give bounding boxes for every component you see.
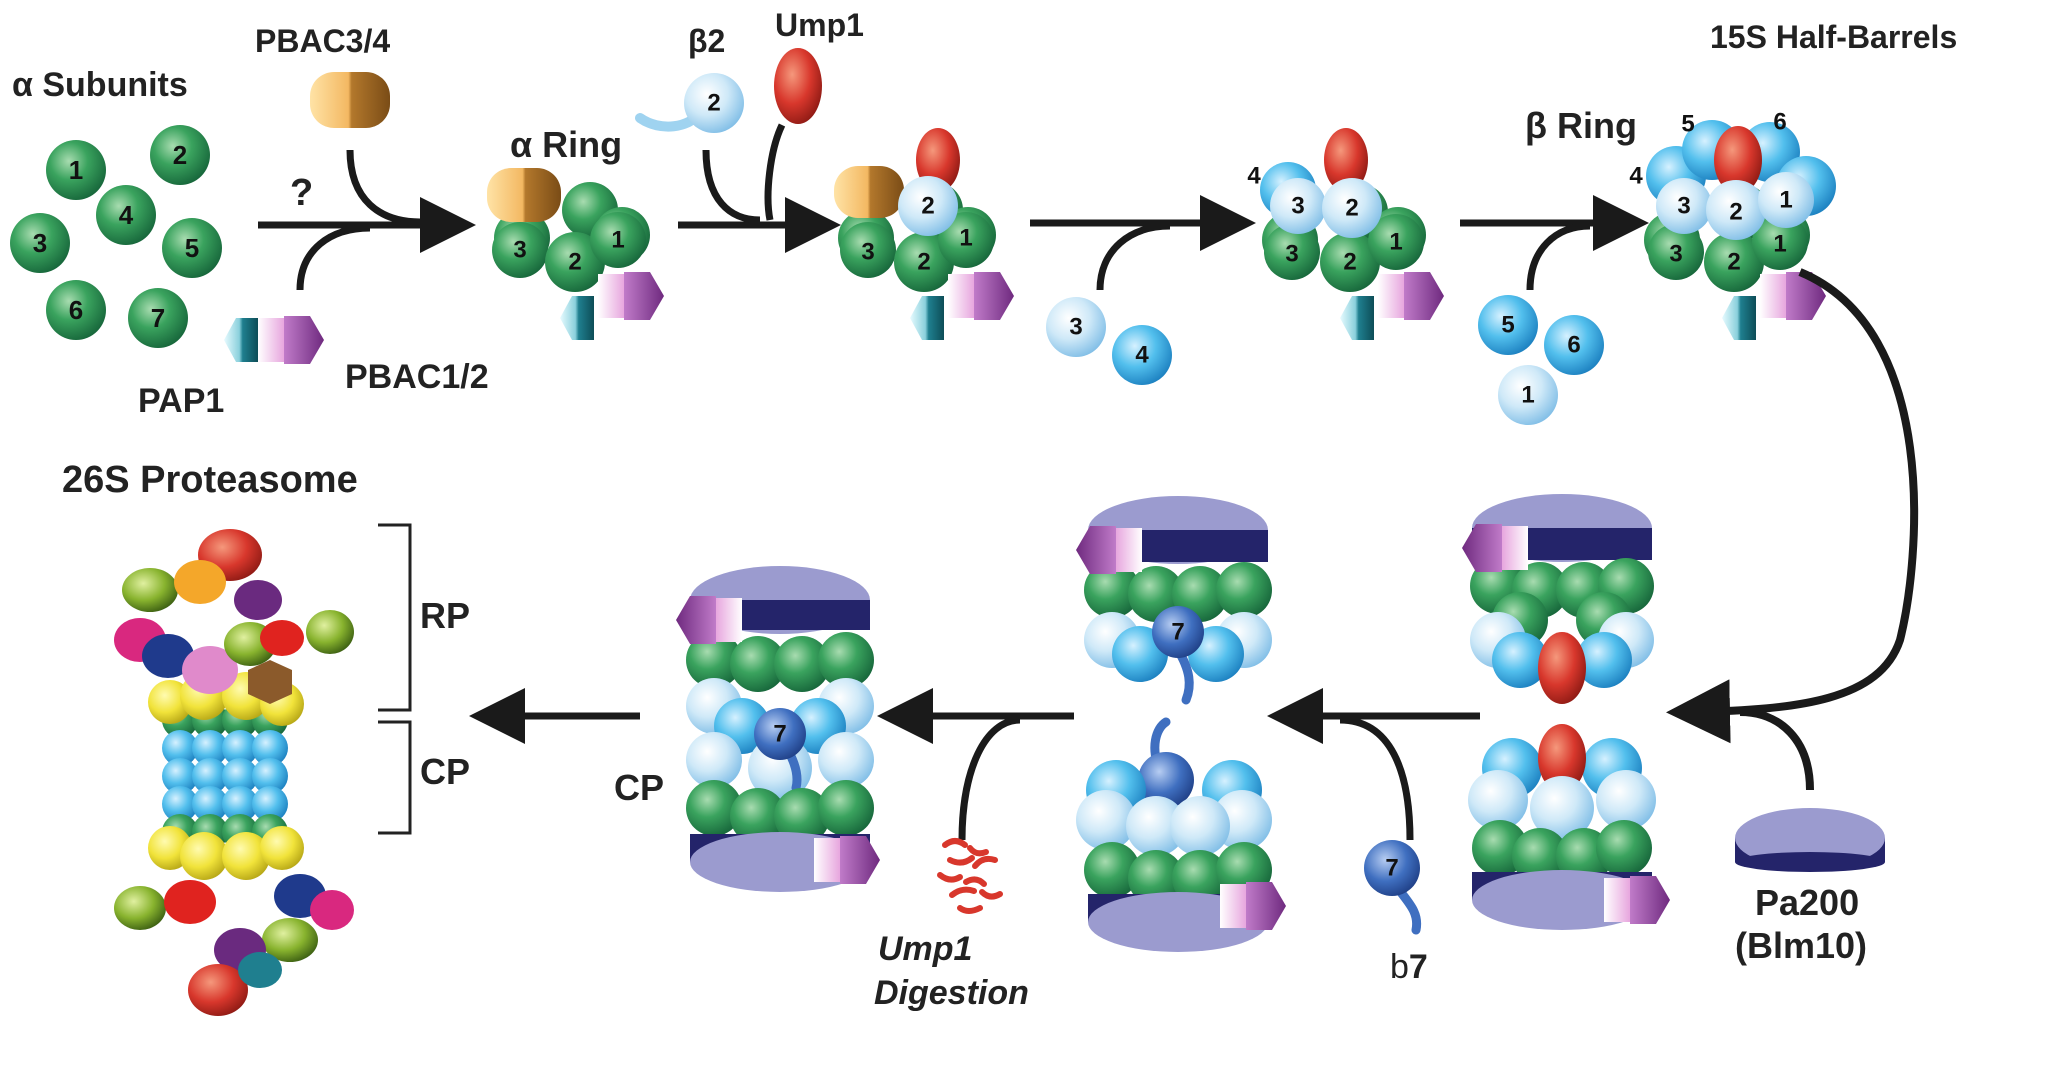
pbac12-label: PBAC1/2 <box>345 358 489 396</box>
half-barrels-label: 15S Half-Barrels <box>1710 19 1957 55</box>
half-barrel-complex: 4 5 6 3 2 1 3 2 1 <box>1629 109 1836 340</box>
pap1-pbac12-chaperones <box>224 316 324 364</box>
arrow-add-beta7 <box>1267 688 1480 841</box>
pa200-cap <box>1735 808 1885 872</box>
hb-alpha3-num: 3 <box>1669 241 1682 268</box>
alpha-ring-num-2: 2 <box>568 249 581 276</box>
hb-alpha1-num: 1 <box>1773 231 1786 258</box>
ump1-fragments <box>937 838 1003 914</box>
mature-core-particle: 7 <box>676 566 880 892</box>
hb-beta3-num: 3 <box>1677 193 1690 220</box>
hb-beta4-num: 4 <box>1629 163 1643 190</box>
complex3-beta2-num: 2 <box>1345 195 1358 222</box>
alpha-num-2: 2 <box>173 140 187 170</box>
alpha-ring-num-1: 1 <box>611 227 624 254</box>
beta2-subunit: 2 <box>635 73 744 133</box>
arrow-add-beta5-6-1 <box>1460 195 1649 291</box>
free-beta6-num: 6 <box>1567 332 1580 359</box>
cp-beta7-num: 7 <box>773 721 786 748</box>
beta-ring-label: β Ring <box>1525 105 1637 146</box>
beta2-ump1-complex: 2 3 2 1 <box>834 128 1014 340</box>
b7-label: b7 <box>1390 948 1428 986</box>
alpha-ring-label: α Ring <box>510 124 622 165</box>
complex2-alpha1-num: 1 <box>959 225 972 252</box>
hb-beta6-num: 6 <box>1773 109 1786 136</box>
hb-beta2-num: 2 <box>1729 199 1742 226</box>
alpha-num-4: 4 <box>119 200 134 230</box>
hb-beta5-num: 5 <box>1681 111 1694 138</box>
complex3-alpha1-num: 1 <box>1389 229 1402 256</box>
beta2-label: β2 <box>688 23 725 59</box>
complex3-alpha3-num: 3 <box>1285 241 1298 268</box>
proteasome-26s-label: 26S Proteasome <box>62 459 358 501</box>
complex3-beta3-num: 3 <box>1291 193 1304 220</box>
alpha-num-6: 6 <box>69 295 83 325</box>
free-beta1-num: 1 <box>1521 382 1534 409</box>
alpha-num-7: 7 <box>151 303 165 333</box>
pa200-label: Pa200 <box>1755 882 1859 923</box>
alpha-ring-complex: 3 2 1 <box>487 168 664 340</box>
arrow-ump1-digestion <box>877 688 1074 841</box>
question-mark: ? <box>290 172 313 214</box>
pbac34-label: PBAC3/4 <box>255 23 390 59</box>
complex3-alpha2-num: 2 <box>1343 249 1356 276</box>
arrow-to-alpha-ring <box>258 149 476 291</box>
complex3-beta4-num: 4 <box>1247 163 1261 190</box>
ump1-protein <box>774 48 822 124</box>
alpha-subunits-label: α Subunits <box>12 66 188 104</box>
curved-arrow-to-dimerization <box>1666 268 1919 791</box>
cp-label: CP <box>614 767 664 808</box>
free-beta7: 7 <box>1364 840 1422 935</box>
hb-alpha2-num: 2 <box>1727 249 1740 276</box>
dimerizing-half-barrels <box>1462 494 1670 930</box>
free-beta4-num: 4 <box>1135 342 1149 369</box>
ump1-label: Ump1 <box>775 7 864 43</box>
complex2-alpha2-num: 2 <box>917 249 930 276</box>
beta7-intermediate: 7 <box>1076 496 1286 952</box>
ump1-digestion-label-2: Digestion <box>874 974 1029 1012</box>
mid-top-beta7-num: 7 <box>1171 619 1184 646</box>
pbac34-chaperone <box>310 72 390 128</box>
alpha-ring-num-3: 3 <box>513 237 526 264</box>
ump1-digestion-label-1: Ump1 <box>878 930 972 968</box>
alpha-num-3: 3 <box>33 228 47 258</box>
rp-cp-brackets <box>378 523 412 835</box>
beta2-num: 2 <box>707 90 720 117</box>
rp-label: RP <box>420 595 470 636</box>
complex2-alpha3-num: 3 <box>861 239 874 266</box>
free-alpha-subunits: 1 2 3 4 5 6 7 <box>10 125 222 348</box>
complex2-beta2-num: 2 <box>921 193 934 220</box>
free-beta7-num: 7 <box>1385 855 1398 882</box>
free-beta5-num: 5 <box>1501 312 1514 339</box>
arrow-to-beta2-complex <box>678 123 841 253</box>
arrow-add-beta3-4 <box>1030 195 1256 291</box>
blm10-label: (Blm10) <box>1735 925 1867 966</box>
alpha-num-1: 1 <box>69 155 83 185</box>
free-beta5-6-1: 5 6 1 <box>1478 295 1604 425</box>
alpha-num-5: 5 <box>185 233 199 263</box>
free-beta3-4: 3 4 <box>1046 297 1172 385</box>
hb-beta1-num: 1 <box>1779 187 1792 214</box>
cp-bracket-label: CP <box>420 751 470 792</box>
free-beta3-num: 3 <box>1069 314 1082 341</box>
pap1-label: PAP1 <box>138 382 224 420</box>
proteasome-26s <box>114 529 354 1016</box>
beta234-complex: 4 3 2 3 2 1 <box>1247 128 1444 340</box>
